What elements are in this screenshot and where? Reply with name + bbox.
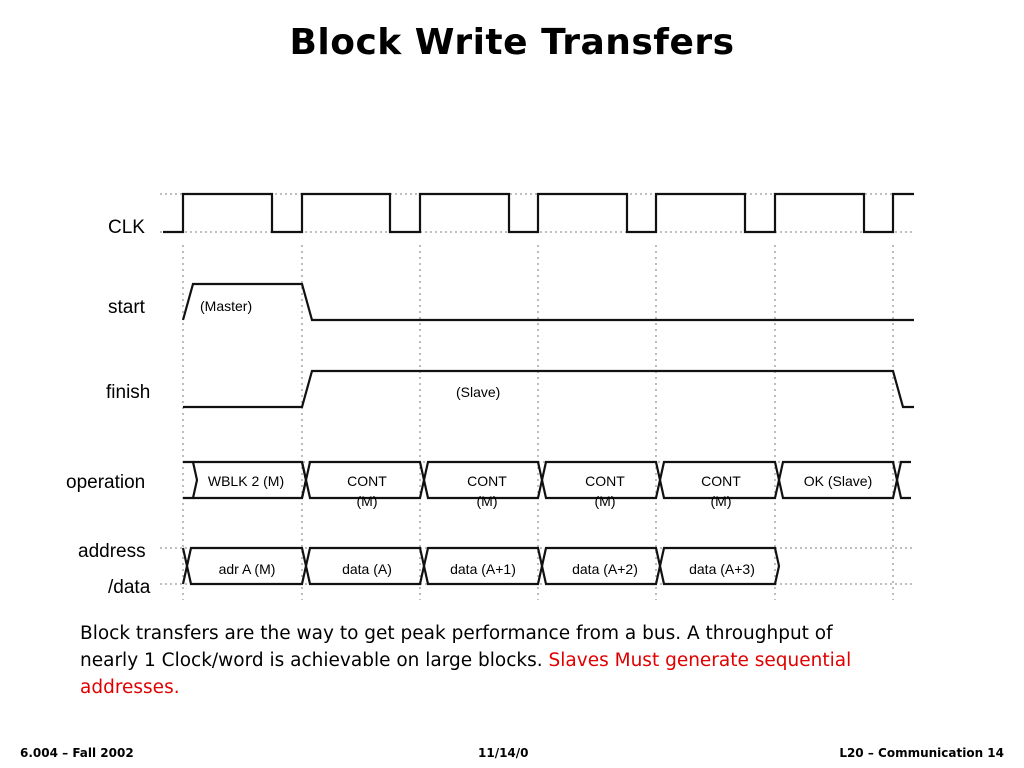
address-cell-text: data (A)	[342, 561, 392, 577]
operation-bus-wave	[183, 460, 911, 500]
start-wave	[181, 282, 914, 322]
clk-label: CLK	[108, 217, 145, 238]
operation-cell-text: WBLK 2 (M)	[208, 473, 284, 489]
finish-label: finish	[106, 382, 150, 403]
slave-annotation: (Slave)	[456, 384, 500, 400]
clk-wave	[160, 192, 914, 234]
address-cell-text: adr A (M)	[219, 561, 276, 577]
footer-date: 11/14/0	[478, 746, 529, 760]
operation-cell-text: (M)	[711, 493, 732, 509]
address-cell-text: data (A+3)	[689, 561, 755, 577]
address-cell-text: data (A+2)	[572, 561, 638, 577]
finish-wave	[183, 369, 914, 409]
description-highlight: Slaves Must generate sequential addresse…	[80, 650, 852, 698]
slide-description: Block transfers are the way to get peak …	[80, 620, 860, 701]
footer-course: 6.004 – Fall 2002	[20, 746, 134, 760]
description-text: Block transfers are the way to get peak …	[80, 623, 833, 671]
operation-cell-text: CONT	[467, 473, 507, 489]
operation-cell-text: CONT	[347, 473, 387, 489]
operation-cells: WBLK 2 (M) CONT (M) CONT (M) CONT (M) CONT (M) OK…	[208, 473, 872, 509]
operation-cell-text: OK (Slave)	[804, 473, 872, 489]
operation-label: operation	[66, 472, 145, 493]
master-annotation: (Master)	[200, 298, 252, 314]
operation-cell-text: CONT	[585, 473, 625, 489]
data-label: /data	[108, 577, 151, 598]
operation-cell-text: (M)	[477, 493, 498, 509]
slide-title: Block Write Transfers	[289, 22, 735, 63]
operation-cell-text: CONT	[701, 473, 741, 489]
start-label: start	[108, 297, 146, 318]
address-cells: adr A (M) data (A) data (A+1) data (A+2) dat…	[219, 561, 755, 577]
clock-grid-lines	[182, 245, 894, 600]
footer-lecture: L20 – Communication 14	[839, 746, 1004, 760]
address-label: address	[78, 541, 146, 562]
operation-cell-text: (M)	[357, 493, 378, 509]
operation-cell-text: (M)	[595, 493, 616, 509]
address-data-bus-wave	[160, 546, 914, 586]
address-cell-text: data (A+1)	[450, 561, 516, 577]
